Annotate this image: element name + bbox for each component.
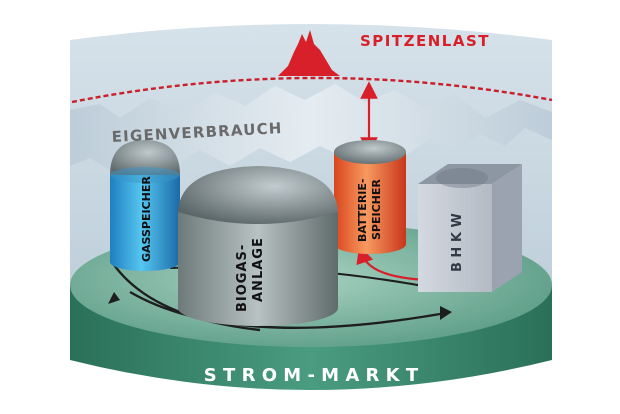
flow-arrow-bottom (129, 290, 441, 329)
battery-label-line1: BATTERIE- (356, 179, 369, 242)
biogas-label-line2: ANLAGE (251, 237, 266, 302)
power-market-label: S T R O M - M A R K T (204, 365, 419, 386)
gas-storage-tank (110, 140, 180, 271)
peak-load-spike (278, 30, 340, 76)
biogas-label-line1: BIOGAS- (235, 244, 250, 312)
flow-arrow-left (111, 261, 261, 332)
flow-arrowhead-left (108, 292, 120, 304)
peak-dashed-line (71, 76, 553, 104)
chp-unit (418, 164, 522, 292)
biogas-plant (178, 166, 338, 326)
battery-storage-tank (334, 140, 406, 254)
gas-storage-label: GASSPEICHER (140, 176, 153, 262)
peak-load-label: SPITZENLAST (360, 32, 490, 50)
load-band (70, 84, 552, 170)
battery-label-line2: SPEICHER (370, 179, 383, 240)
flow-arrowhead-right (440, 306, 452, 320)
chp-label: B H K W (450, 213, 465, 272)
